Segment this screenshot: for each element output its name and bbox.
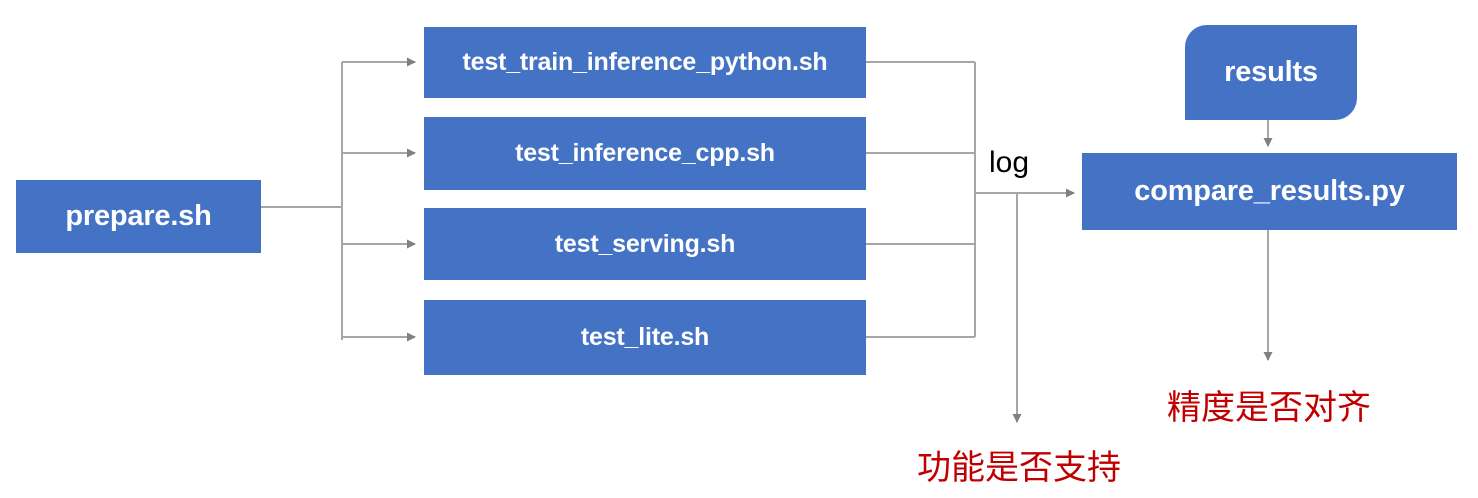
node-step-label: test_inference_cpp.sh — [515, 139, 775, 167]
node-compare-results-py[interactable]: compare_results.py — [1082, 153, 1457, 230]
node-results-label: results — [1224, 56, 1318, 88]
node-prepare-sh[interactable]: prepare.sh — [16, 180, 261, 253]
node-test-lite-sh[interactable]: test_lite.sh — [424, 300, 866, 375]
node-prepare-sh-label: prepare.sh — [65, 200, 212, 232]
node-test-train-inference-python-sh[interactable]: test_train_inference_python.sh — [424, 27, 866, 98]
node-step-label: test_lite.sh — [580, 323, 710, 351]
note-function-supported: 功能是否支持 — [917, 449, 1121, 487]
node-compare-results-py-label: compare_results.py — [1134, 175, 1405, 207]
edge-prepare-to-spine — [261, 62, 343, 340]
node-step-label: test_serving.sh — [554, 229, 736, 258]
node-step-label: test_train_inference_python.sh — [462, 48, 828, 76]
note-precision-aligned: 精度是否对齐 — [1167, 389, 1371, 427]
edge-label-log: log — [989, 146, 1030, 179]
node-results[interactable]: results — [1185, 25, 1357, 120]
node-test-inference-cpp-sh[interactable]: test_inference_cpp.sh — [424, 117, 866, 190]
node-test-serving-sh[interactable]: test_serving.sh — [424, 208, 866, 280]
